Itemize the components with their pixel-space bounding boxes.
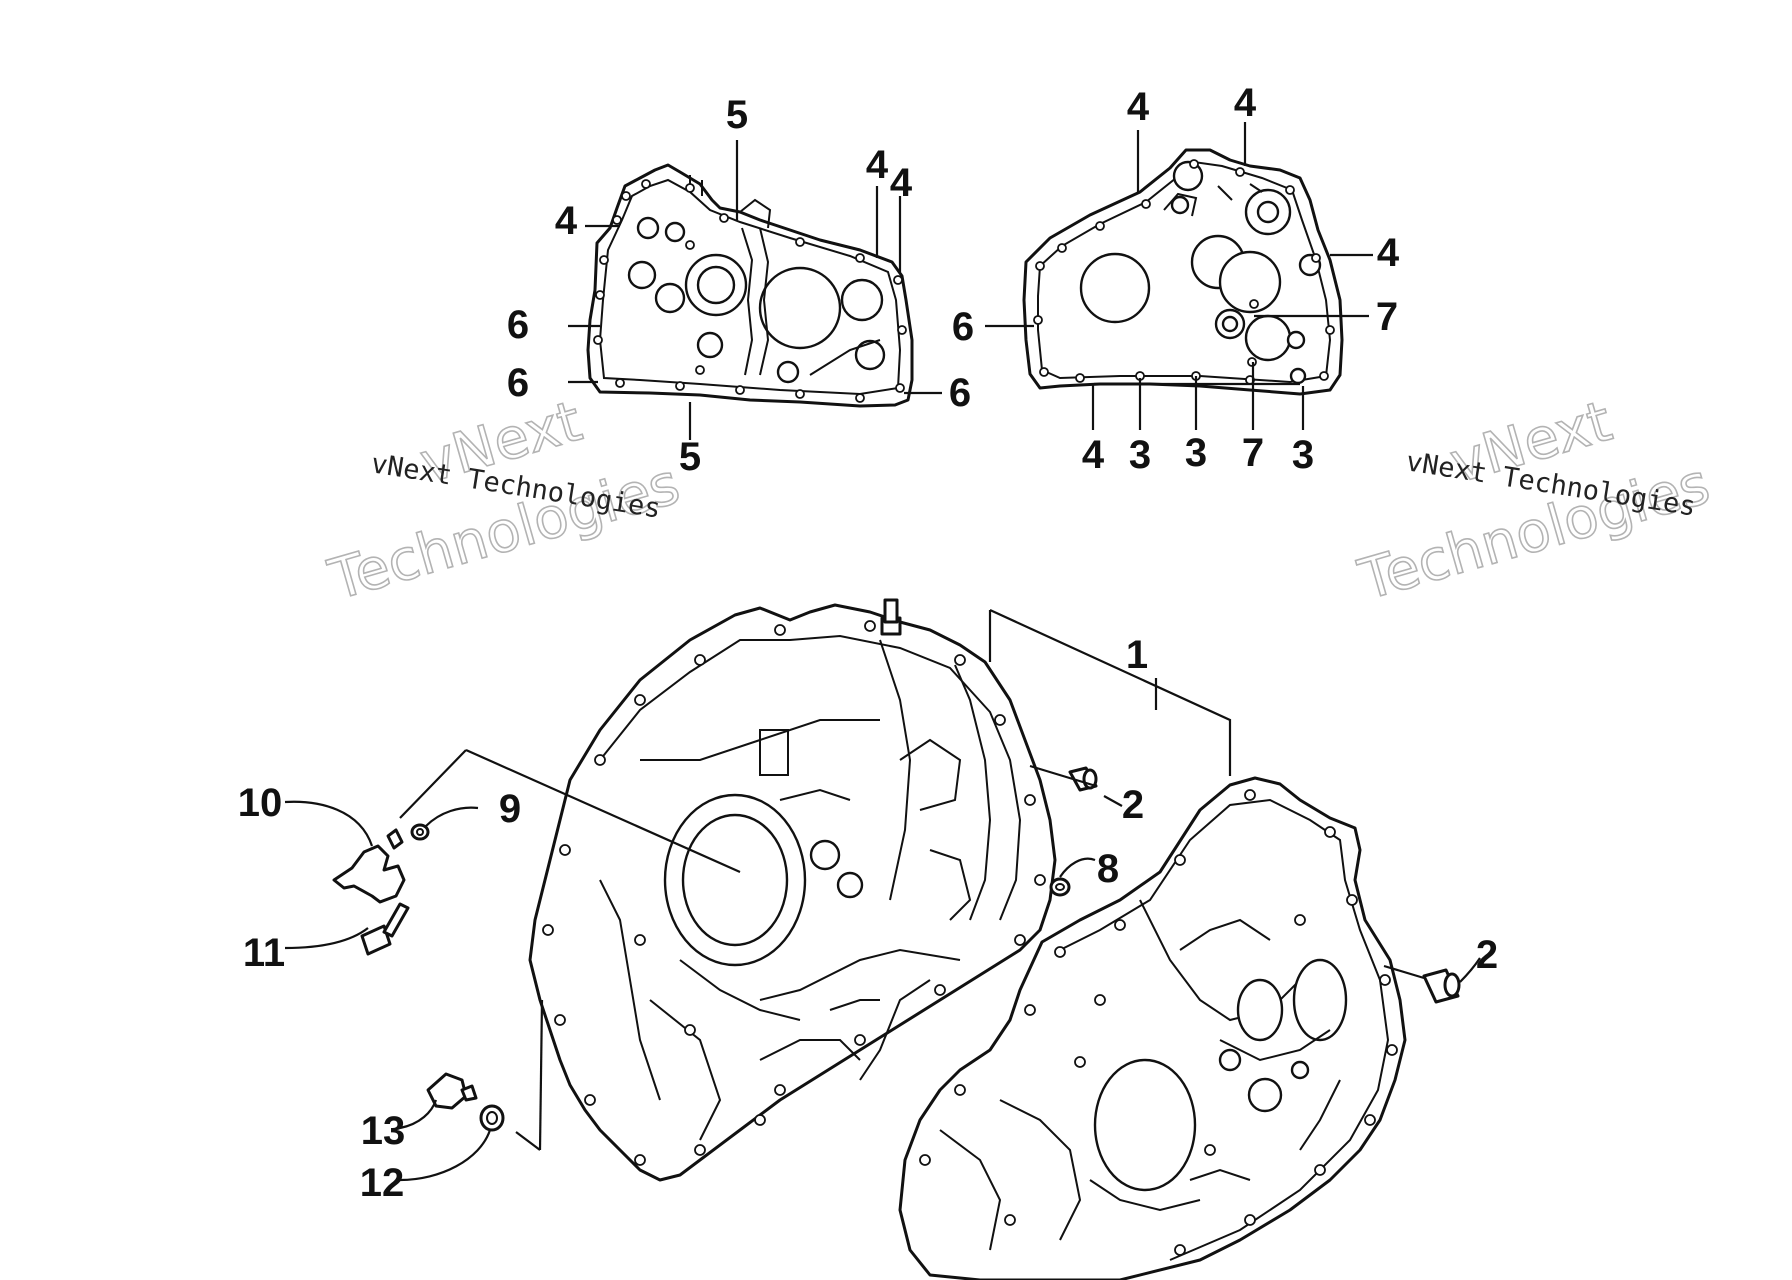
left-crankcase-gasket [586,163,914,408]
right-crankcase-half [898,776,1407,1280]
o-ring-8 [1049,877,1071,897]
callout-4-e: 4 [1234,81,1257,125]
leader-lines [284,122,1481,1182]
callout-4-f: 4 [1377,231,1400,275]
left-crankcase-half [528,598,1057,1182]
callout-10: 10 [238,781,283,825]
dowel-pin-right [1422,968,1461,1004]
callout-7-b: 7 [1242,431,1264,475]
callout-4-b: 4 [866,143,889,187]
callout-8: 8 [1097,847,1119,891]
callout-13: 13 [361,1109,406,1153]
callout-6-b: 6 [507,361,529,405]
callout-2-right: 2 [1476,933,1498,977]
callout-5-top: 5 [726,93,748,137]
callout-11: 11 [243,931,285,975]
callout-5-bottom: 5 [679,435,701,479]
callout-12: 12 [360,1161,405,1205]
seal-washer-9 [410,823,430,841]
watermark-right: vNext Technologies vNext Technologies [1351,388,1717,614]
callout-7-a: 7 [1376,295,1398,339]
callout-3-c: 3 [1292,433,1314,477]
callout-3-a: 3 [1129,433,1151,477]
callout-4-a: 4 [555,199,578,243]
callout-6-d: 6 [952,305,974,349]
callout-1: 1 [1126,633,1148,677]
watermark-left: vNext Technologies vNext Technologies [321,388,687,614]
callout-4-d: 4 [1127,85,1150,129]
callout-2-upper: 2 [1122,783,1144,827]
drain-plug-washer-12 [479,1104,505,1132]
breather-fitting-10 [332,828,406,904]
callout-9: 9 [499,787,521,831]
bolt-11 [360,902,410,956]
right-crankcase-gasket [1022,148,1344,396]
callout-6-a: 6 [507,303,529,347]
callout-3-b: 3 [1185,431,1207,475]
callout-6-c: 6 [949,371,971,415]
drain-plug-13 [426,1072,478,1110]
callout-4-c: 4 [890,161,913,205]
callout-4-g: 4 [1082,433,1105,477]
callout-labels: 1 2 2 3 3 3 4 4 4 4 4 4 4 5 5 6 6 6 6 7 … [238,81,1498,1205]
